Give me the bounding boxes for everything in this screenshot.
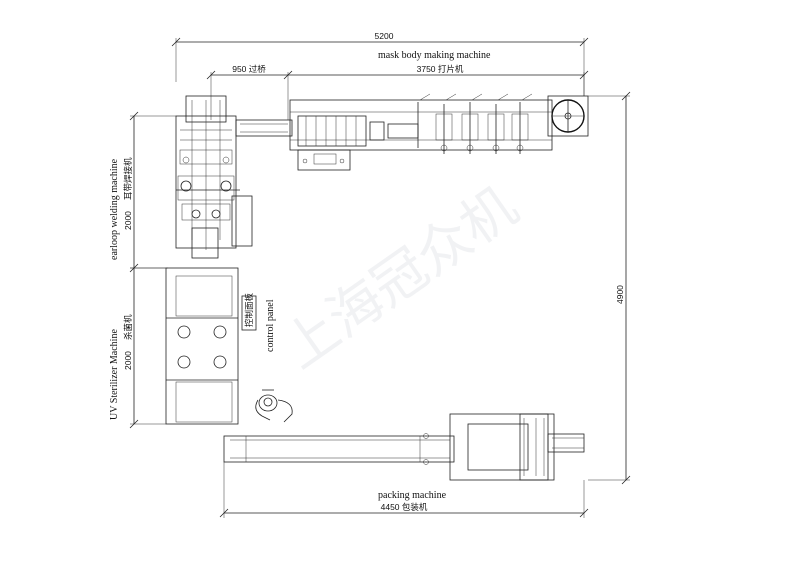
dimension-uv: 2000 杀菌机 UV Sterilizer Machine: [109, 267, 166, 429]
packing-label: packing machine: [378, 490, 447, 501]
earloop-height-label: 2000: [123, 211, 133, 230]
uv-label: UV Sterilizer Machine: [109, 329, 120, 420]
packing-length-label: 4450 包装机: [381, 502, 428, 512]
overall-width-label: 5200: [375, 31, 394, 41]
total-height-label: 4900: [615, 285, 625, 304]
dimension-total-height: 4900: [588, 91, 631, 485]
dimension-bridge: 950 过桥 3750 打片机: [206, 64, 589, 120]
bridge-label: 950 过桥: [232, 64, 266, 74]
earloop-welding-machine: [175, 95, 253, 259]
mask-body-length-label: 3750 打片机: [417, 64, 464, 74]
uv-height-label: 2000: [123, 351, 133, 370]
packing-machine: [223, 413, 585, 481]
control-panel-label: control panel: [265, 299, 276, 352]
mask-body-machine: [235, 93, 589, 171]
uv-cn-label: 杀菌机: [123, 314, 133, 340]
earloop-label: earloop welding machine: [109, 158, 120, 260]
uv-sterilizer-machine: 控制面板: [165, 267, 257, 425]
dimension-earloop: 2000 耳带焊接机 earloop welding machine: [109, 111, 176, 273]
mask-body-label: mask body making machine: [378, 50, 491, 61]
operator-figure: [255, 389, 293, 423]
dimension-packing: 4450 包装机: [219, 462, 589, 518]
control-box-label: 控制面板: [244, 292, 254, 327]
watermark: 上海冠众机: [271, 174, 528, 380]
earloop-cn-label: 耳带焊接机: [123, 157, 133, 200]
